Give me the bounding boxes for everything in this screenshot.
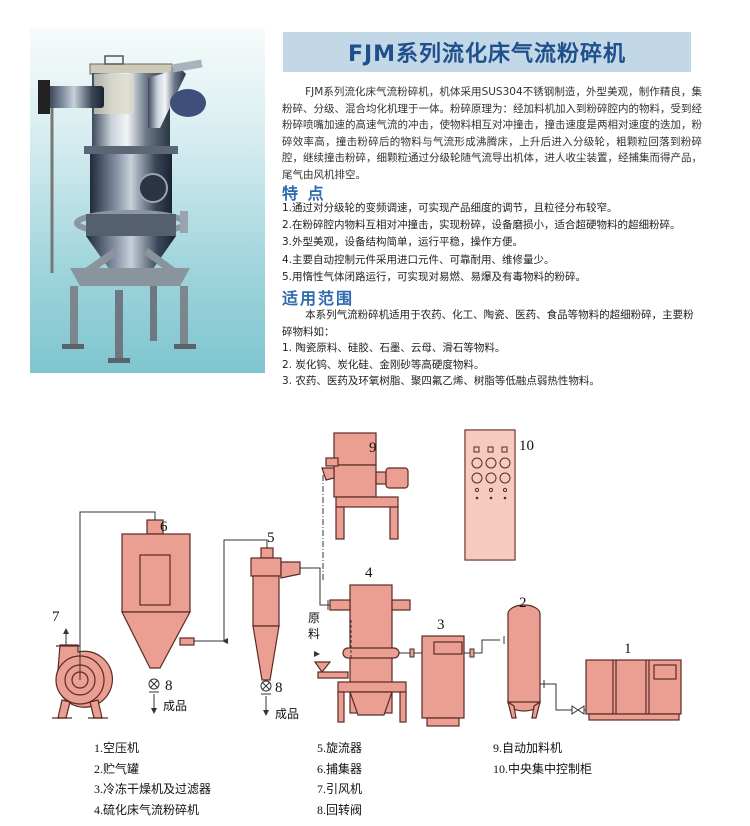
features-heading: 特 点 [282, 184, 326, 203]
legend-item: 4.硫化床气流粉碎机 [94, 802, 200, 817]
scope-item: 2. 炭化钨、炭化硅、金刚砂等高硬度物料。 [282, 358, 485, 371]
label-2: 2 [519, 595, 527, 611]
legend-column-2: 5.旋流器 6.捕集器 7.引风机 8.回转阀 [317, 738, 362, 820]
cyclone-5 [250, 547, 301, 681]
legend-item: 10.中央集中控制柜 [493, 761, 593, 776]
feature-item: 2.在粉碎腔内物料互相对冲撞击，实现粉碎，设备磨损小，适合超硬物料的超细粉碎。 [282, 219, 681, 232]
air-tank-2 [507, 604, 541, 719]
legend-item: 5.旋流器 [317, 741, 363, 755]
label-10: 10 [519, 438, 534, 454]
pipe-dryer-tank [464, 639, 500, 654]
legend-item: 7.引风机 [317, 782, 363, 796]
feature-item: 4.主要自动控制元件采用进口元件、可靠耐用、维修量少。 [282, 253, 555, 266]
features-list: 1.通过对分级轮的变频调速，可实现产品细度的调节，且粒径分布较窄。 2.在粉碎腔… [282, 200, 712, 286]
feature-item: 3.外型美观，设备结构简单，运行平稳，操作方便。 [282, 236, 524, 249]
label-product-b: 成品 [275, 707, 299, 721]
feature-item: 5.用惰性气体闭路运行，可实现对易燃、易爆及有毒物料的粉碎。 [282, 270, 587, 283]
label-raw-material-1: 原 [308, 611, 320, 625]
jet-mill-machine-illustration [38, 55, 206, 363]
scope-item: 3. 农药、医药及环氧树脂、聚四氟乙烯、树脂等低融点弱热性物料。 [282, 375, 600, 387]
label-9: 9 [369, 440, 377, 456]
legend-column-3: 9.自动加料机 10.中央集中控制柜 [493, 738, 592, 779]
legend-item: 1.空压机 [94, 741, 140, 755]
label-1: 1 [624, 641, 632, 657]
label-8b: 8 [275, 680, 283, 696]
label-7: 7 [52, 609, 60, 625]
auto-feeder-9 [321, 432, 409, 540]
legend-column-1: 1.空压机 2.贮气罐 3.冷冻干燥机及过滤器 4.硫化床气流粉碎机 [94, 738, 211, 820]
legend-item: 9.自动加料机 [493, 741, 563, 755]
air-compressor-1 [585, 659, 682, 721]
control-cabinet-details [464, 429, 516, 561]
induced-draft-fan-7 [52, 644, 113, 719]
scope-heading: 适用范围 [282, 289, 355, 308]
page-title: FJM系列流化床气流粉碎机 [347, 42, 627, 67]
jet-mill-4 [313, 584, 411, 723]
scope-list: 1. 陶瓷原料、硅胶、石墨、云母、滑石等物料。 2. 炭化钨、炭化硅、金刚砂等高… [282, 340, 702, 390]
refrigerated-dryer-3 [421, 635, 465, 727]
product-photo [30, 28, 265, 373]
pipe-cyclone-collector [194, 539, 268, 642]
scope-item: 1. 陶瓷原料、硅胶、石墨、云母、滑石等物料。 [282, 342, 506, 354]
legend-item: 6.捕集器 [317, 761, 363, 776]
label-4: 4 [365, 565, 373, 581]
label-product-a: 成品 [163, 699, 187, 713]
label-8a: 8 [165, 678, 173, 694]
label-3: 3 [437, 617, 445, 633]
label-6: 6 [160, 519, 168, 535]
legend-item: 3.冷冻干燥机及过滤器 [94, 782, 212, 796]
page-title-banner: FJM系列流化床气流粉碎机 [283, 32, 691, 72]
collector-6 [121, 519, 195, 669]
feature-item: 1.通过对分级轮的变频调速，可实现产品细度的调节，且粒径分布较窄。 [282, 202, 618, 214]
label-5: 5 [267, 530, 275, 546]
label-raw-material-2: 料 [308, 627, 320, 641]
pipe-tank-compressor [540, 683, 586, 711]
scope-intro: 本系列气流粉碎机适用于农药、化工、陶瓷、医药、食品等物料的超细粉碎，主要粉 碎物… [282, 309, 694, 338]
intro-paragraph: FJM系列流化床气流粉碎机，机体采用SUS304不锈钢制造，外型美观，制作精良，… [282, 86, 702, 181]
process-flow-diagram: 6 5 7 8 8 成品 成品 9 10 4 原 料 3 2 1 [52, 429, 682, 727]
pipe-fan-collector [79, 511, 156, 680]
legend-item: 8.回转阀 [317, 802, 363, 817]
legend-item: 2.贮气罐 [94, 761, 140, 776]
pipe-mill-cyclone [300, 567, 330, 606]
